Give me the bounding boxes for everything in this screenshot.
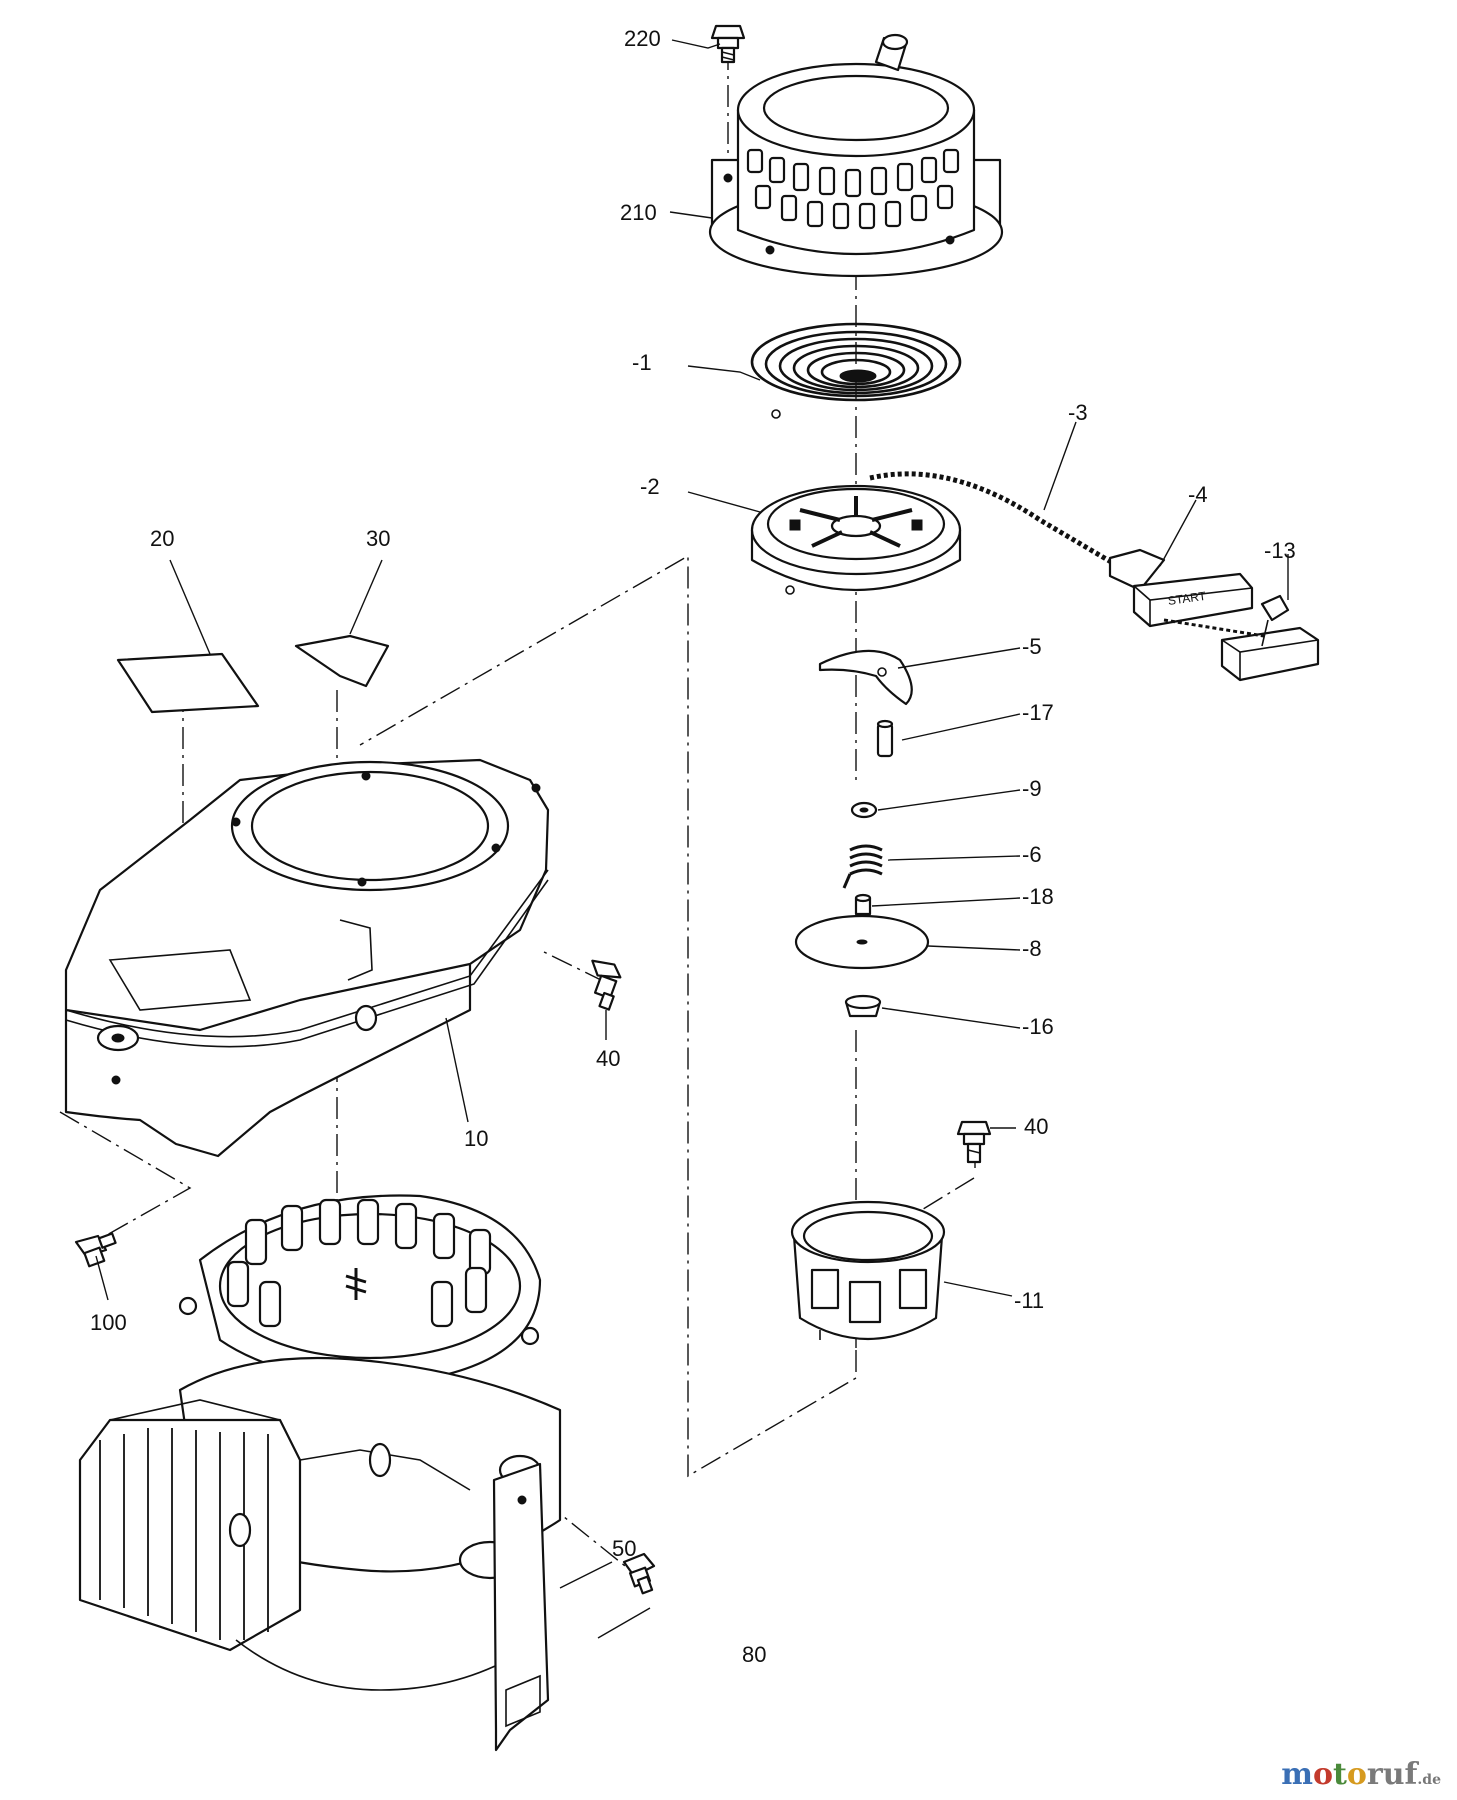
housing-vents xyxy=(746,148,960,230)
label-18: -18 xyxy=(1022,884,1054,909)
spring-icon xyxy=(750,322,962,419)
label-50: 50 xyxy=(612,1536,636,1561)
bolt-icon xyxy=(956,1120,992,1164)
label-40-left: 40 xyxy=(596,1046,620,1071)
watermark-letter: r xyxy=(1366,1757,1383,1792)
handle-icon: START xyxy=(1108,548,1254,628)
pin xyxy=(876,719,894,758)
washer xyxy=(794,914,930,970)
center-screw xyxy=(844,994,882,1018)
label-100: 100 xyxy=(90,1310,127,1335)
label-11: -11 xyxy=(1014,1288,1044,1313)
label-3: -3 xyxy=(1068,400,1088,425)
rope-holder xyxy=(1163,594,1320,682)
decal-30 xyxy=(294,634,390,688)
engine-block xyxy=(78,1356,562,1691)
bolt-220 xyxy=(710,24,746,64)
label-13: -13 xyxy=(1264,538,1296,563)
retaining-clip xyxy=(850,801,878,819)
label-2: -2 xyxy=(640,474,660,499)
part-labels: 220 210 -1 -3 -2 -4 -13 -5 -17 -9 -6 -18… xyxy=(90,26,1296,1667)
small-spring xyxy=(842,844,883,889)
label-10: 10 xyxy=(464,1126,488,1151)
flywheel xyxy=(178,1194,542,1383)
label-40-right: 40 xyxy=(1024,1114,1048,1139)
watermark-letter: m xyxy=(1281,1757,1313,1792)
bolt-40-left xyxy=(591,959,622,1011)
label-30: 30 xyxy=(366,526,390,551)
starter-rope xyxy=(869,471,1120,569)
starter-cup xyxy=(790,1200,946,1340)
watermark-suffix: .de xyxy=(1417,1772,1441,1788)
bolt-100 xyxy=(74,1232,117,1268)
handle-text: START xyxy=(1167,589,1207,608)
bracket-50 xyxy=(492,1462,550,1752)
label-210: 210 xyxy=(620,200,657,225)
label-17: -17 xyxy=(1022,700,1054,725)
decal-20 xyxy=(116,652,260,714)
watermark-letter: u xyxy=(1382,1757,1405,1792)
label-80: 80 xyxy=(742,1642,766,1667)
label-6: -6 xyxy=(1022,842,1042,867)
label-16: -16 xyxy=(1022,1014,1054,1039)
label-20: 20 xyxy=(150,526,174,551)
collar xyxy=(854,893,872,916)
label-1: -1 xyxy=(632,350,652,375)
bolt-80 xyxy=(622,1552,656,1595)
label-5: -5 xyxy=(1022,634,1042,659)
watermark-letter: t xyxy=(1333,1757,1347,1792)
watermark-letter: f xyxy=(1404,1757,1418,1792)
watermark-letter: o xyxy=(1346,1757,1367,1792)
label-4: -4 xyxy=(1188,482,1208,507)
pulley-icon xyxy=(750,484,962,595)
ratchet-pawl xyxy=(818,649,913,706)
blower-housing xyxy=(64,758,550,1158)
watermark-logo: motoruf.de xyxy=(1281,1757,1441,1792)
leader-lines xyxy=(95,39,1289,1639)
watermark-letter: o xyxy=(1313,1757,1334,1792)
label-8: -8 xyxy=(1022,936,1042,961)
label-220: 220 xyxy=(624,26,661,51)
starter-housing xyxy=(708,33,1004,278)
label-9: -9 xyxy=(1022,776,1042,801)
